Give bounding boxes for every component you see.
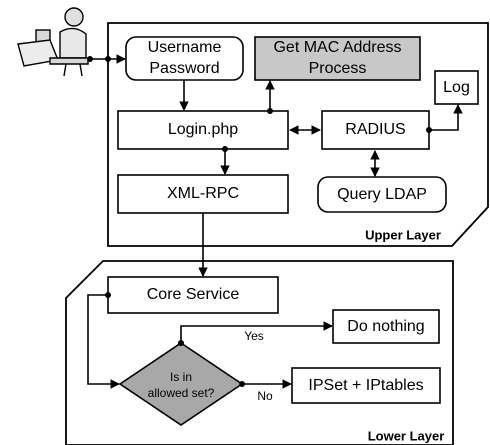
junction-dot <box>178 340 184 346</box>
username-label: Username <box>148 39 222 56</box>
do-nothing-box <box>332 309 440 344</box>
decision-diamond <box>118 342 244 426</box>
log-box <box>434 70 479 105</box>
radius-box <box>321 110 430 150</box>
get-mac-label-2: Process <box>309 60 367 77</box>
query-ldap-box <box>317 176 447 213</box>
edge-yes-to-do-nothing <box>180 321 333 343</box>
ipset-iptables-box <box>291 367 441 404</box>
junction-dot <box>105 56 111 62</box>
junction-dot <box>87 56 93 62</box>
upper-layer-panel <box>107 22 489 247</box>
log-label: Log <box>443 79 470 96</box>
core-service-label: Core Service <box>147 286 240 303</box>
upper-layer-label: Upper Layer <box>365 227 441 242</box>
xml-rpc-label: XML-RPC <box>167 185 239 202</box>
do-nothing-label: Do nothing <box>347 318 424 335</box>
junction-dot <box>105 292 111 298</box>
get-mac-address-box <box>254 36 421 81</box>
password-label: Password <box>149 60 219 77</box>
yes-label: Yes <box>244 329 264 343</box>
login-php-label: Login.php <box>168 121 238 138</box>
decision-label-1: Is in <box>170 370 192 384</box>
junction-dot <box>267 108 273 114</box>
core-service-box <box>107 276 279 314</box>
lower-layer-panel <box>65 260 454 445</box>
edge-radius-to-log <box>429 104 463 131</box>
radius-label: RADIUS <box>345 121 405 138</box>
junction-dot <box>222 146 228 152</box>
login-php-box <box>117 110 289 150</box>
user-at-computer-icon <box>17 7 89 77</box>
ipset-iptables-label: IPSet + IPtables <box>308 377 423 394</box>
junction-dot <box>426 127 432 133</box>
get-mac-label-1: Get MAC Address <box>273 39 401 56</box>
no-label: No <box>257 389 273 403</box>
edge-core-to-decision <box>87 294 120 389</box>
xml-rpc-box <box>117 174 289 214</box>
query-ldap-label: Query LDAP <box>337 186 427 203</box>
decision-label-2: allowed set? <box>148 386 215 400</box>
junction-dot <box>239 381 245 387</box>
lower-layer-label: Lower Layer <box>368 428 445 443</box>
